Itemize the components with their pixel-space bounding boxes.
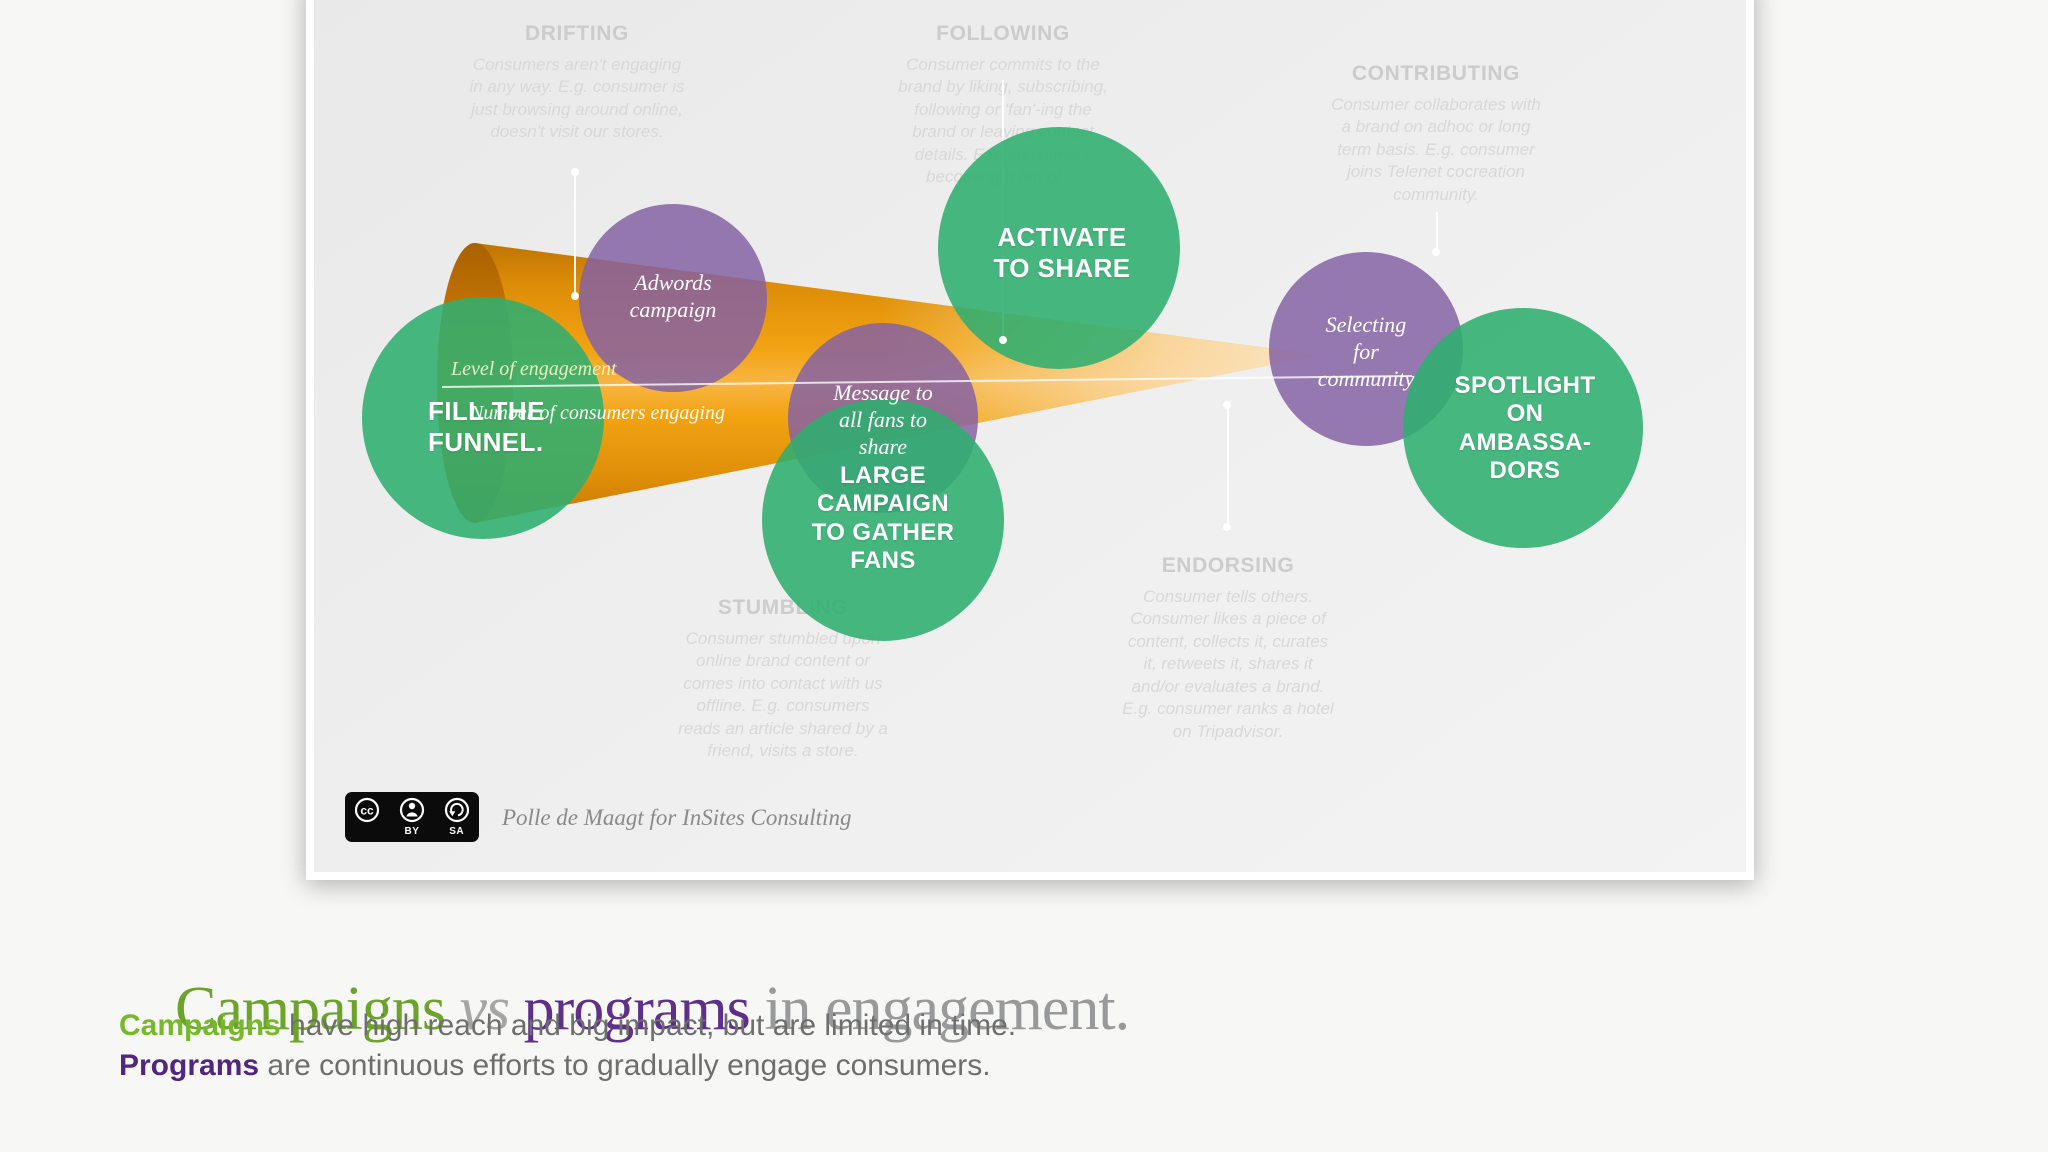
stage-title: FOLLOWING [936, 22, 1070, 45]
stage-contributing: CONTRIBUTING Consumer collaborates with … [1296, 62, 1576, 206]
caption-line-campaigns: Campaigns have high reach and big impact… [119, 1006, 1016, 1046]
connector-line-drifting [574, 172, 576, 296]
stage-description: Consumers aren't engaging in any way. E.… [469, 55, 685, 142]
campaign-label-fill-the-funnel: FILL THE FUNNEL. [428, 396, 545, 457]
license-sa-label: SA [449, 826, 465, 837]
campaign-circle-activate-to-share [938, 127, 1180, 369]
program-label-adwords-campaign: Adwords campaign [629, 270, 717, 322]
campaign-label-activate-to-share: ACTIVATE TO SHARE [993, 222, 1131, 283]
campaign-label-spotlight-ambassadors: SPOTLIGHT ON AMBASSA- DORS [1454, 372, 1596, 484]
campaign-circle-spotlight-ambassadors [1403, 308, 1643, 548]
page-title: Campaigns vs programs in engagement. [117, 903, 1130, 1116]
connector-dot [1223, 401, 1231, 409]
caption-campaigns-lead: Campaigns [119, 1009, 281, 1042]
caption-line-programs: Programs are continuous efforts to gradu… [119, 1046, 1016, 1086]
campaign-label-large-campaign: LARGE CAMPAIGN TO GATHER FANS [811, 462, 955, 574]
axis-label-number: Number of consumers engaging [470, 402, 725, 424]
connector-dot [1432, 248, 1440, 256]
campaign-circle-large-campaign [762, 399, 1004, 641]
stage-title: ENDORSING [1161, 554, 1295, 577]
connector-dot [999, 336, 1007, 344]
stage-title: DRIFTING [525, 22, 629, 45]
cc-icon: cc [355, 797, 380, 823]
title-rest: in engagement. [749, 975, 1130, 1043]
title-programs-word: programs [523, 975, 751, 1043]
caption-programs-text: are continuous efforts to gradually enga… [259, 1049, 991, 1082]
stage-endorsing: ENDORSING Consumer tells others. Consume… [1083, 554, 1373, 743]
stage-description: Consumer tells others. Consumer likes a … [1122, 587, 1334, 741]
connector-line-contributing [1436, 212, 1438, 252]
campaign-circle-fill-the-funnel [362, 297, 604, 539]
caption-body: Campaigns have high reach and big impact… [119, 1006, 1016, 1086]
share-alike-icon [444, 797, 469, 823]
caption-campaigns-text: have high reach and big impact, but are … [280, 1009, 1017, 1042]
cc-license-badge: cc BY SA [345, 792, 479, 842]
connector-dot [571, 168, 579, 176]
stage-drifting: DRIFTING Consumers aren't engaging in an… [437, 22, 717, 144]
title-vs-word: vs [444, 975, 524, 1043]
title-campaigns-word: Campaigns [175, 975, 446, 1043]
connector-line-endorsing [1227, 405, 1229, 527]
connector-dot [571, 292, 579, 300]
caption-programs-lead: Programs [119, 1049, 260, 1082]
svg-text:cc: cc [361, 804, 375, 818]
stage-title: CONTRIBUTING [1351, 62, 1521, 85]
program-circle-adwords-campaign [579, 204, 767, 392]
program-label-selecting-community: Selecting for community [1317, 312, 1415, 391]
connector-dot [1223, 523, 1231, 531]
stage-description: Consumer stumbled upon online brand cont… [678, 629, 888, 761]
license-by-label: BY [404, 826, 420, 837]
attribution-text: Polle de Maagt for InSites Consulting [502, 805, 852, 830]
program-label-message-all-fans: Message to all fans to share [833, 380, 933, 459]
axis-label-level: Level of engagement [451, 358, 617, 380]
attribution-person-icon [399, 797, 425, 823]
stage-description: Consumer collaborates with a brand on ad… [1331, 95, 1541, 204]
